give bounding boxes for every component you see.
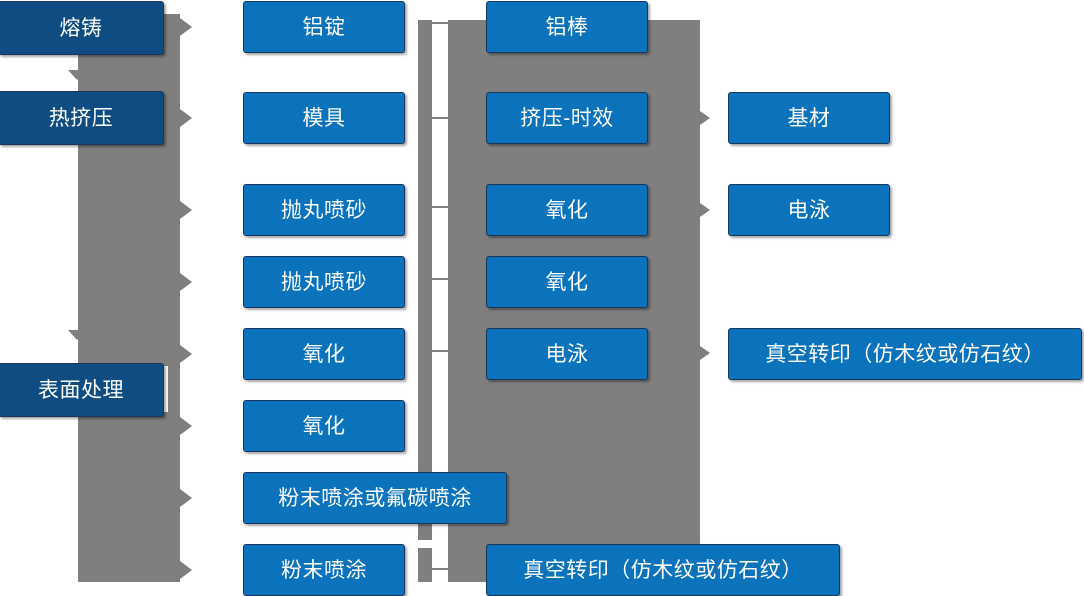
arrow-to-shot-blasting-1 bbox=[180, 201, 192, 219]
arrow-to-vacuum-transfer-2 bbox=[700, 346, 710, 360]
node-label: 基材 bbox=[787, 106, 831, 130]
node-electrophoresis-2[interactable]: 电泳 bbox=[728, 184, 890, 236]
node-oxidation-4[interactable]: 氧化 bbox=[486, 256, 648, 308]
node-label: 氧化 bbox=[545, 270, 589, 294]
node-powder-coating[interactable]: 粉末喷涂 bbox=[243, 544, 405, 596]
connector-bar-mid bbox=[418, 20, 432, 540]
node-label: 粉末喷涂或氟碳喷涂 bbox=[278, 486, 472, 510]
node-label: 粉末喷涂 bbox=[281, 558, 367, 582]
node-oxidation-2[interactable]: 氧化 bbox=[243, 400, 405, 452]
stage-chevron-1 bbox=[68, 70, 86, 80]
node-powder-or-pvdf[interactable]: 粉末喷涂或氟碳喷涂 bbox=[243, 472, 507, 524]
tick-2 bbox=[432, 117, 450, 119]
node-surface-treatment[interactable]: 表面处理 bbox=[0, 363, 164, 417]
node-electrophoresis-1[interactable]: 电泳 bbox=[486, 328, 648, 380]
node-label: 热挤压 bbox=[48, 106, 114, 130]
node-label: 铝棒 bbox=[545, 15, 589, 39]
arrow-to-base-material bbox=[700, 111, 710, 125]
connector-notch-surface bbox=[78, 330, 180, 366]
node-vacuum-transfer-1[interactable]: 真空转印（仿木纹或仿石纹） bbox=[486, 544, 840, 596]
node-label: 真空转印（仿木纹或仿石纹） bbox=[523, 558, 803, 582]
node-label: 抛丸喷砂 bbox=[281, 270, 367, 294]
node-label: 抛丸喷砂 bbox=[281, 198, 367, 222]
node-label: 电泳 bbox=[787, 198, 831, 222]
arrow-to-electrophoresis-2 bbox=[700, 203, 710, 217]
node-label: 表面处理 bbox=[38, 378, 124, 402]
arrow-to-powder-coating bbox=[180, 561, 192, 579]
node-mold[interactable]: 模具 bbox=[243, 92, 405, 144]
node-oxidation-3[interactable]: 氧化 bbox=[486, 184, 648, 236]
tick-5 bbox=[432, 350, 450, 352]
node-melt-cast[interactable]: 熔铸 bbox=[0, 1, 164, 55]
node-vacuum-transfer-2[interactable]: 真空转印（仿木纹或仿石纹） bbox=[728, 328, 1082, 380]
node-aluminum-bar[interactable]: 铝棒 bbox=[486, 1, 648, 53]
tick-1 bbox=[432, 22, 450, 24]
connector-trunk-left-lower bbox=[168, 366, 180, 582]
arrow-to-mold bbox=[180, 109, 192, 127]
node-label: 熔铸 bbox=[59, 16, 103, 40]
node-label: 电泳 bbox=[545, 342, 589, 366]
node-extrusion-aging[interactable]: 挤压-时效 bbox=[486, 92, 648, 144]
node-label: 铝锭 bbox=[302, 15, 346, 39]
node-shot-blasting-1[interactable]: 抛丸喷砂 bbox=[243, 184, 405, 236]
node-aluminum-ingot[interactable]: 铝锭 bbox=[243, 1, 405, 53]
tick-4 bbox=[432, 278, 450, 280]
arrow-to-aluminum-ingot bbox=[180, 18, 192, 36]
node-oxidation-1[interactable]: 氧化 bbox=[243, 328, 405, 380]
arrow-to-oxidation-2 bbox=[180, 417, 192, 435]
node-label: 氧化 bbox=[302, 342, 346, 366]
tick-6 bbox=[432, 568, 450, 570]
node-label: 挤压-时效 bbox=[520, 106, 614, 130]
node-label: 真空转印（仿木纹或仿石纹） bbox=[765, 342, 1045, 366]
node-label: 氧化 bbox=[545, 198, 589, 222]
arrow-to-powder-or-pvdf bbox=[180, 489, 192, 507]
node-hot-extrusion[interactable]: 热挤压 bbox=[0, 91, 164, 145]
connector-bar-mid-lower bbox=[418, 548, 432, 582]
arrow-to-oxidation-1 bbox=[180, 345, 192, 363]
node-base-material[interactable]: 基材 bbox=[728, 92, 890, 144]
tick-3 bbox=[432, 206, 450, 208]
node-label: 氧化 bbox=[302, 414, 346, 438]
node-shot-blasting-2[interactable]: 抛丸喷砂 bbox=[243, 256, 405, 308]
arrow-to-shot-blasting-2 bbox=[180, 273, 192, 291]
node-label: 模具 bbox=[302, 106, 346, 130]
stage-chevron-2 bbox=[68, 330, 86, 340]
